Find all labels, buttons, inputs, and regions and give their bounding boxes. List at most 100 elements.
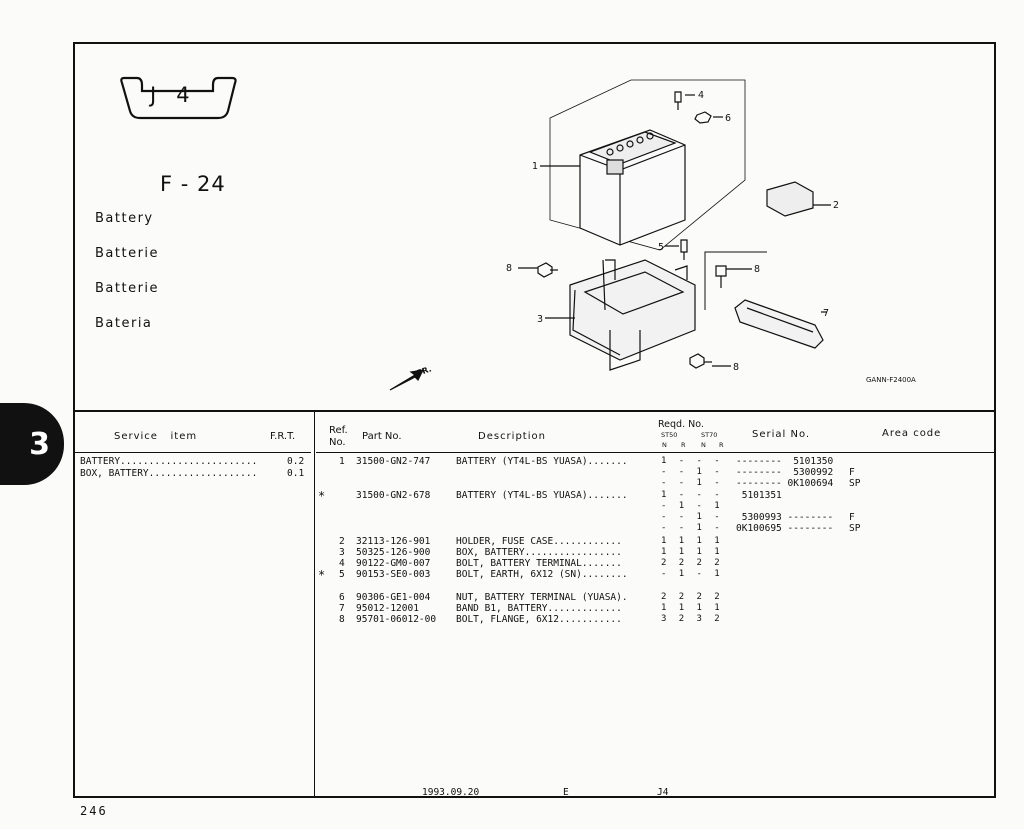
service-item-row: BATTERY........................ <box>80 456 258 467</box>
part-serial: -------- 0K100694 <box>736 478 834 489</box>
part-description: BOLT, EARTH, 6X12 (SN)........ <box>456 569 628 580</box>
header-serial-no: Serial No. <box>752 429 811 440</box>
part-area-code: F <box>849 467 855 478</box>
header-rule <box>316 452 996 453</box>
part-description: HOLDER, FUSE CASE............ <box>456 536 622 547</box>
part-description: BOLT, BATTERY TERMINAL....... <box>456 558 622 569</box>
callout-5: 5 <box>658 242 664 253</box>
section-tab-label: 3 <box>29 426 50 462</box>
part-number: 95012-12001 <box>356 603 419 614</box>
callout-8a: 8 <box>506 263 512 274</box>
exploded-parts-diagram: 1 4 6 2 3 5 8 8 7 8 FR. <box>389 79 839 391</box>
service-item-row: BOX, BATTERY................... <box>80 468 258 479</box>
part-number: 31500-GN2-678 <box>356 490 431 501</box>
part-number: 32113-126-901 <box>356 536 431 547</box>
header-part-no: Part No. <box>362 431 402 442</box>
header-rule-left <box>75 452 311 453</box>
figure-number: F - 24 <box>160 172 226 196</box>
part-quantity: 2 2 2 2 <box>661 592 721 602</box>
part-quantity: 3 2 3 2 <box>661 614 721 624</box>
part-quantity: - 1 - 1 <box>661 569 721 579</box>
page-number: 246 <box>80 804 108 818</box>
section-code: J 4 <box>150 83 190 107</box>
header-frt: F.R.T. <box>270 431 296 442</box>
footer-code: J4 <box>657 787 669 798</box>
part-quantity: 1 - - - <box>661 456 721 466</box>
callout-8b: 8 <box>754 264 760 275</box>
callout-6: 6 <box>725 113 731 124</box>
callout-7: 7 <box>823 308 829 319</box>
part-number: 90153-SE0-003 <box>356 569 431 580</box>
drawing-code: GANN-F2400A <box>866 376 916 384</box>
part-serial: 5101351 <box>736 490 782 501</box>
callout-4: 4 <box>698 90 704 101</box>
header-area-code: Area code <box>882 428 942 439</box>
part-quantity: - - 1 - <box>661 523 721 533</box>
header-service-item: Service item <box>114 431 198 442</box>
part-number: 90306-GE1-004 <box>356 592 431 603</box>
part-quantity: - - 1 - <box>661 478 721 488</box>
header-sub-0: N <box>662 441 667 449</box>
callout-8c: 8 <box>733 362 739 373</box>
header-description: Description <box>478 431 546 442</box>
part-ref-no: 4 <box>339 558 345 569</box>
part-ref-no: 2 <box>339 536 345 547</box>
header-sub-3: R <box>719 441 724 449</box>
part-description: BATTERY (YT4L-BS YUASA)....... <box>456 490 628 501</box>
part-quantity: 1 1 1 1 <box>661 603 721 613</box>
part-ref-no: 1 <box>339 456 345 467</box>
part-number: 90122-GM0-007 <box>356 558 431 569</box>
part-description: BOX, BATTERY................. <box>456 547 622 558</box>
column-divider <box>314 411 315 798</box>
part-number: 95701-06012-00 <box>356 614 437 625</box>
part-serial: 0K100695 -------- <box>736 523 834 534</box>
part-description: BATTERY (YT4L-BS YUASA)....... <box>456 456 628 467</box>
part-description: BAND B1, BATTERY............. <box>456 603 622 614</box>
part-quantity: 2 2 2 2 <box>661 558 721 568</box>
header-sub-1: R <box>681 441 686 449</box>
part-mark: * <box>318 489 326 503</box>
part-quantity: - 1 - 1 <box>661 501 721 511</box>
header-model-a: ST50 <box>661 431 678 439</box>
header-ref-no: Ref. No. <box>329 425 348 448</box>
part-ref-no: 3 <box>339 547 345 558</box>
part-serial: -------- 5300992 <box>736 467 834 478</box>
part-ref-no: 6 <box>339 592 345 603</box>
part-quantity: 1 1 1 1 <box>661 536 721 546</box>
callout-2: 2 <box>833 200 839 211</box>
part-ref-no: 7 <box>339 603 345 614</box>
fr-label: FR. <box>416 364 433 378</box>
header-sub-2: N <box>701 441 706 449</box>
title-en: Battery <box>95 211 154 226</box>
title-es: Bateria <box>95 316 153 331</box>
part-number: 50325-126-900 <box>356 547 431 558</box>
part-quantity: - - 1 - <box>661 467 721 477</box>
part-quantity: 1 - - - <box>661 490 721 500</box>
footer-lang: E <box>563 787 569 798</box>
section-code-box <box>120 76 237 120</box>
battery-drawing <box>579 129 686 246</box>
part-serial: -------- 5101350 <box>736 456 834 467</box>
part-quantity: 1 1 1 1 <box>661 547 721 557</box>
part-number: 31500-GN2-747 <box>356 456 431 467</box>
part-area-code: SP <box>849 523 861 534</box>
callout-1: 1 <box>532 161 538 172</box>
callout-3: 3 <box>537 314 543 325</box>
page-frame <box>73 42 996 798</box>
section-tab: 3 <box>0 403 64 485</box>
part-quantity: - - 1 - <box>661 512 721 522</box>
service-frt: 0.1 <box>287 468 305 479</box>
part-mark: * <box>318 568 326 582</box>
header-reqd-no: Reqd. No. <box>658 419 704 430</box>
title-de: Batterie <box>95 281 160 296</box>
header-model-b: ST70 <box>701 431 718 439</box>
table-top-rule <box>73 410 996 412</box>
part-description: BOLT, FLANGE, 6X12........... <box>456 614 622 625</box>
part-description: NUT, BATTERY TERMINAL (YUASA). <box>456 592 628 603</box>
part-ref-no: 5 <box>339 569 345 580</box>
footer-date: 1993.09.20 <box>422 787 480 798</box>
service-frt: 0.2 <box>287 456 305 467</box>
part-ref-no: 8 <box>339 614 345 625</box>
part-area-code: F <box>849 512 855 523</box>
part-serial: 5300993 -------- <box>736 512 834 523</box>
